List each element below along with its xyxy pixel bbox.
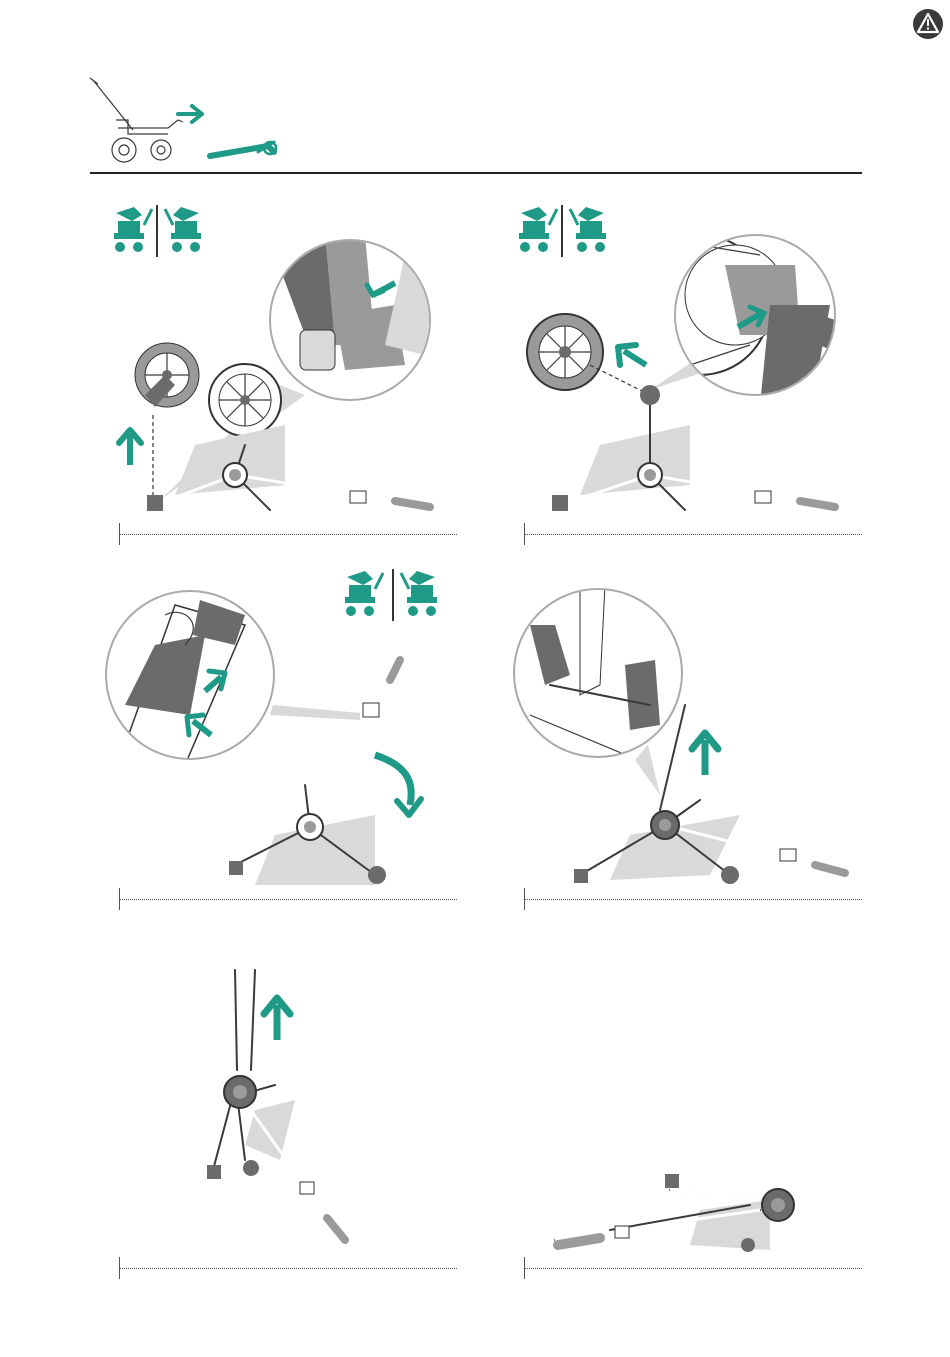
step-4: [510, 585, 870, 905]
caption-line: [524, 1268, 862, 1269]
caption-line: [119, 534, 457, 535]
arrow-up-icon: [692, 733, 718, 775]
arrow-right-icon: [178, 106, 202, 122]
handlebar-lock-detail: [106, 591, 360, 765]
detached-rear-wheel: [527, 314, 603, 390]
rear-wheel-axle-detail: [630, 235, 850, 415]
rear-wheel: [209, 364, 281, 436]
step-6: [510, 1150, 870, 1260]
seat-facing-backward-icon: [401, 571, 437, 616]
front-wheel: [135, 343, 199, 407]
seat-facing-backward-icon: [165, 207, 201, 252]
stroller-frame: [147, 425, 430, 511]
caption-line: [119, 1268, 457, 1269]
caption-line: [524, 534, 862, 535]
folded-frame: [555, 1174, 794, 1252]
seat-facing-forward-icon: [345, 571, 383, 616]
arrow-up-icon: [264, 998, 290, 1040]
header: [88, 70, 868, 180]
step-3: [105, 565, 465, 905]
step-2: [510, 195, 870, 550]
rotate-arrow-icon: [375, 755, 421, 815]
seat-facing-backward-icon: [570, 207, 606, 252]
caption-line: [524, 899, 862, 900]
seat-facing-forward-icon: [114, 207, 152, 252]
stroller-frame: [552, 385, 835, 511]
warning-triangle-icon: [912, 8, 944, 40]
caption-line: [119, 899, 457, 900]
arrow-up-icon: [119, 430, 141, 465]
hinge-joint-detail: [514, 585, 682, 795]
step-1: [105, 195, 465, 550]
step-5: [105, 960, 465, 1260]
arrow-up-left-icon: [618, 345, 646, 365]
seat-facing-forward-icon: [519, 207, 557, 252]
stroller-side-icon: [90, 78, 183, 162]
frame-unfolding-icon: [210, 142, 276, 156]
